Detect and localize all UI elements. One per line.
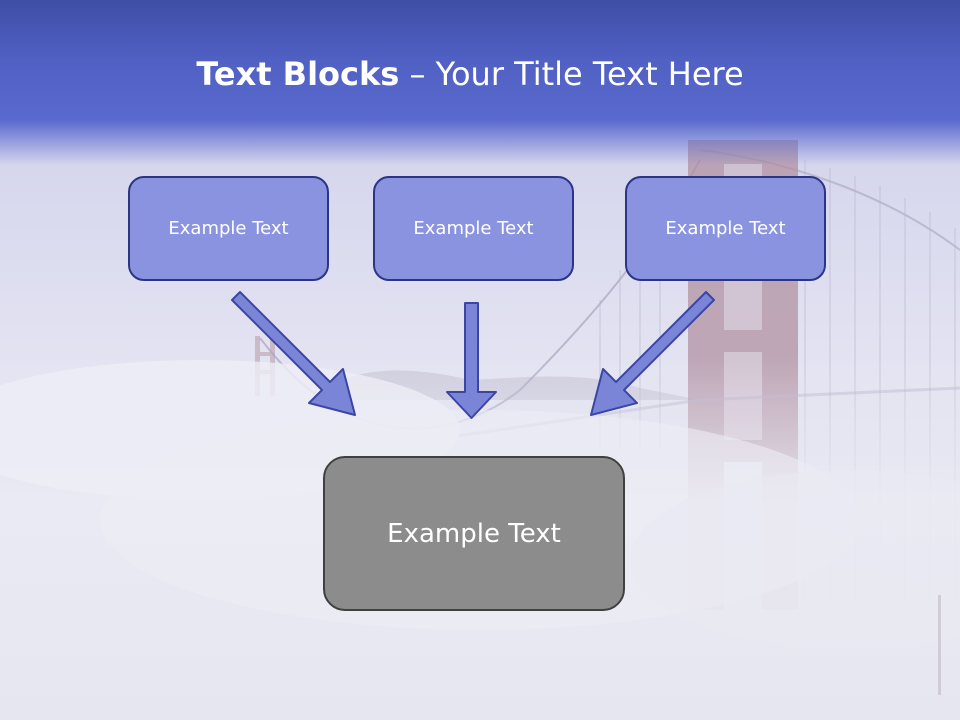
input-box-2-label: Example Text bbox=[413, 218, 534, 239]
arrow-down-left-icon bbox=[590, 291, 715, 416]
arrow-down-right-icon bbox=[231, 291, 356, 416]
result-box-label: Example Text bbox=[387, 518, 561, 549]
title-dash: – bbox=[409, 55, 426, 93]
result-box[interactable]: Example Text bbox=[323, 456, 625, 611]
title-bold: Text Blocks bbox=[196, 55, 400, 93]
input-box-3[interactable]: Example Text bbox=[625, 176, 826, 281]
title-rest: Your Title Text Here bbox=[435, 55, 744, 93]
input-box-2[interactable]: Example Text bbox=[373, 176, 574, 281]
input-box-3-label: Example Text bbox=[665, 218, 786, 239]
slide-title: Text Blocks – Your Title Text Here bbox=[0, 52, 940, 96]
arrow-down-icon bbox=[446, 302, 497, 419]
header-band bbox=[0, 0, 960, 165]
input-box-1[interactable]: Example Text bbox=[128, 176, 329, 281]
input-box-1-label: Example Text bbox=[168, 218, 289, 239]
